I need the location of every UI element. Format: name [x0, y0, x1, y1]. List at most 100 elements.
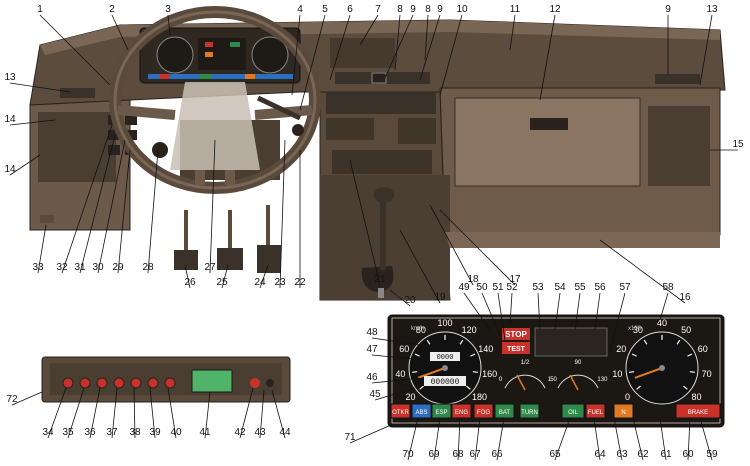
callout-leader — [204, 391, 211, 439]
callout-leader — [39, 14, 111, 86]
tachometer-tick — [683, 385, 688, 390]
callout-number: 14 — [4, 114, 16, 125]
indicator-lamp-label: TURN — [521, 410, 538, 416]
callout-leader — [384, 14, 414, 79]
callout-leader — [433, 417, 441, 461]
callout-number: 21 — [374, 274, 386, 285]
callout-leader — [167, 14, 171, 36]
speedometer-hub — [442, 365, 448, 371]
callout-leader — [497, 292, 506, 341]
callout-leader — [147, 149, 159, 274]
callout-leader — [133, 387, 136, 439]
tachometer-hub — [659, 365, 665, 371]
callout-number: 69 — [428, 449, 440, 460]
callout-leader — [184, 264, 191, 289]
callout-number: 8 — [425, 4, 431, 15]
callout-leader — [439, 209, 516, 286]
indicator-lamp — [585, 403, 606, 419]
indicator-lamp-label: ABS — [415, 410, 427, 416]
tachometer-tick-label: 0 — [625, 392, 630, 402]
heater-knob — [130, 377, 142, 389]
heater-knob — [164, 377, 176, 389]
callout-leader — [61, 124, 113, 274]
callout-number: 59 — [706, 449, 718, 460]
callout-number: 58 — [662, 282, 674, 293]
callout-leader — [496, 417, 505, 461]
tachometer-tick — [689, 371, 695, 373]
callout-leader — [554, 292, 561, 331]
speedometer-unit: km/h — [411, 326, 424, 332]
callout-leader — [371, 377, 421, 384]
trip-value: 0000 — [437, 354, 454, 362]
speedometer-tick-label: 140 — [478, 344, 493, 354]
callout-number: 36 — [84, 427, 96, 438]
odometer-window — [424, 376, 466, 386]
callout-number: 43 — [254, 427, 266, 438]
callout-number: 25 — [216, 277, 228, 288]
callout-number: 2 — [109, 4, 115, 15]
callout-leader — [97, 139, 126, 274]
callout-leader — [539, 14, 556, 101]
callout-number: 9 — [437, 4, 443, 15]
callout-number: 6 — [347, 4, 353, 15]
callout-number: 9 — [665, 4, 671, 15]
heater-knob — [79, 377, 91, 389]
callout-number: 50 — [476, 282, 488, 293]
callout-number: 57 — [619, 282, 631, 293]
callout-number: 17 — [509, 274, 521, 285]
callout-leader — [659, 417, 667, 461]
callout-number: 13 — [706, 4, 718, 15]
callout-leader — [11, 391, 43, 406]
indicator-lamp — [451, 403, 472, 419]
callout-number: 16 — [679, 292, 691, 303]
heater-knob — [96, 377, 108, 389]
callout-leader — [79, 134, 116, 274]
callout-leader — [89, 387, 101, 439]
callout-number: 32 — [56, 262, 68, 273]
callout-number: 13 — [4, 72, 16, 83]
tachometer-tick — [631, 353, 637, 357]
temp-gauge-tick-label: 90 — [575, 360, 582, 366]
callout-number: 33 — [32, 262, 44, 273]
callout-leader — [463, 292, 491, 331]
speedometer-tick — [466, 385, 471, 390]
callout-leader — [371, 354, 426, 361]
indicator-lamp-label: FUEL — [588, 410, 604, 416]
indicator-lamp — [519, 403, 540, 419]
indicator-lamp — [494, 403, 515, 419]
callout-number: 14 — [4, 164, 16, 175]
speedometer-tick — [414, 353, 420, 357]
trip-window — [430, 352, 460, 361]
indicator-lamp — [473, 403, 494, 419]
indicator-lamp — [431, 403, 452, 419]
callout-number: 22 — [294, 277, 306, 288]
callout-leader — [509, 292, 513, 326]
heater-knob — [62, 377, 74, 389]
speedometer-tick-label: 180 — [472, 392, 487, 402]
callout-leader — [9, 82, 71, 93]
callout-number: 37 — [106, 427, 118, 438]
speedometer-tick-label: 60 — [399, 344, 409, 354]
callout-leader — [271, 389, 286, 439]
test-warning-label: TEST — [507, 346, 526, 353]
callout-number: 18 — [467, 274, 479, 285]
callout-leader — [424, 14, 429, 61]
callout-number: 39 — [149, 427, 161, 438]
callout-leader — [509, 14, 516, 51]
callout-number: 24 — [254, 277, 266, 288]
indicator-lamp-label: ESP — [435, 410, 447, 416]
callout-number: 35 — [62, 427, 74, 438]
heater-knob — [113, 377, 125, 389]
speedometer-tick-label: 20 — [406, 392, 416, 402]
tachometer-tick-label: 40 — [657, 318, 667, 328]
dashboard-body — [29, 6, 726, 301]
odometer-value: 000000 — [431, 378, 460, 387]
callout-leader — [359, 14, 379, 46]
callout-leader — [699, 14, 713, 86]
callout-leader — [399, 229, 441, 304]
callout-leader — [687, 417, 691, 461]
temp-gauge-needle — [569, 374, 579, 391]
speedometer-tick-label: 120 — [462, 325, 477, 335]
